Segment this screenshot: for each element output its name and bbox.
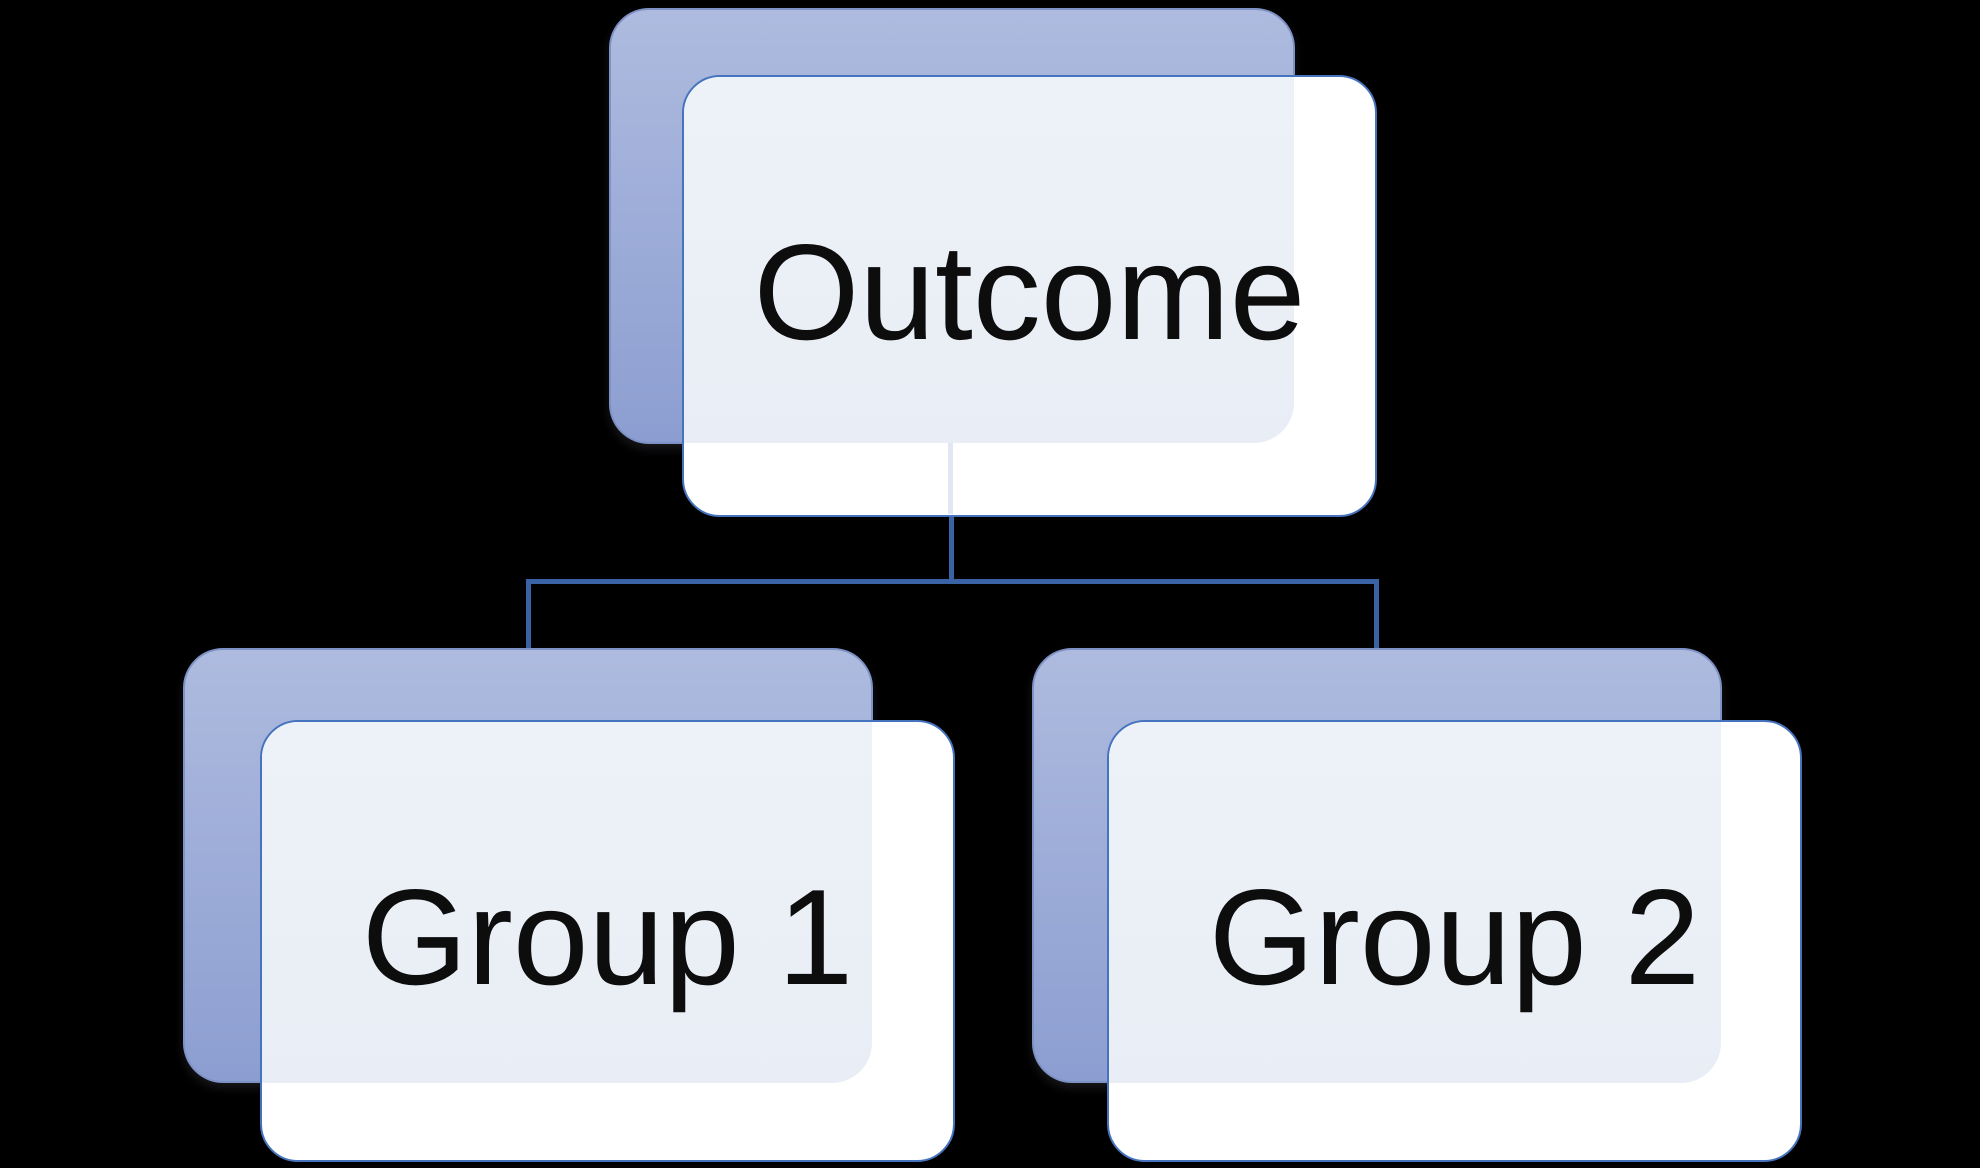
outcome-overlap-tint [684,77,1294,443]
connector-stem-outcome [949,444,954,584]
group-1-front-card: Group 1 [260,720,955,1162]
outcome-back-card [609,8,1295,444]
group-2-front-card: Group 2 [1107,720,1802,1162]
group-2-overlap-tint [1109,722,1721,1083]
group-2-back-card [1032,648,1722,1083]
connector-drop-group-1 [526,582,531,648]
group-1-back-card [183,648,873,1083]
outcome-front-card: Outcome [682,75,1377,517]
connector-drop-group-2 [1374,582,1379,648]
group-1-overlap-tint [262,722,872,1083]
group-1-label: Group 1 [361,861,854,1013]
outcome-label: Outcome [753,216,1306,368]
connector-rail [526,579,1379,584]
group-2-label: Group 2 [1208,861,1701,1013]
